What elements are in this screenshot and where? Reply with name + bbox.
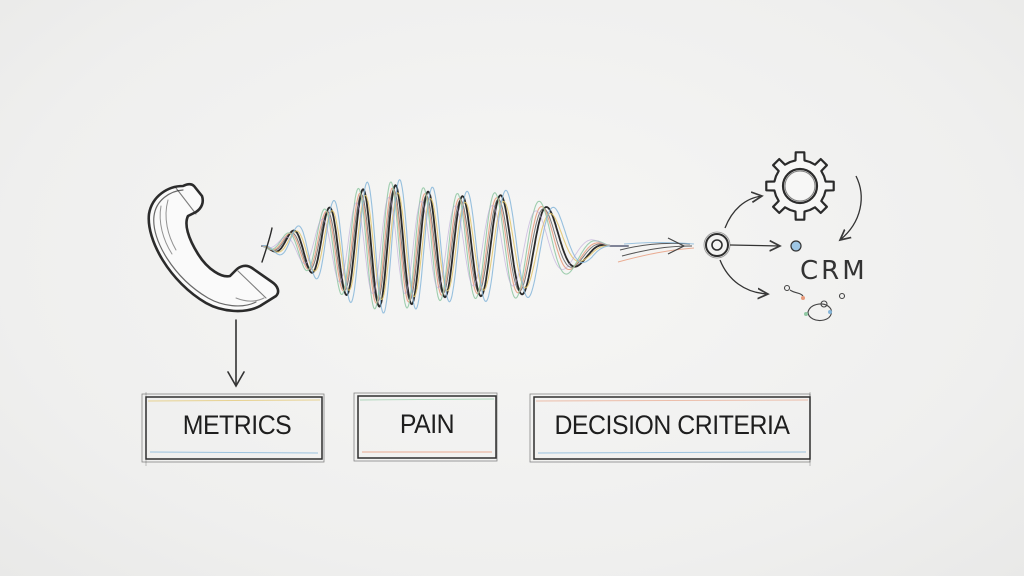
crm-dot: [790, 240, 802, 252]
box-decision-criteria: [529, 392, 811, 466]
curved-arrow-icon: [840, 175, 862, 240]
crm-doodles: [783, 284, 846, 322]
curved-arrow-icon: [719, 259, 768, 294]
signal-converge-lines: [617, 237, 695, 263]
crm-label: CRM: [800, 256, 868, 286]
box-pain: [353, 392, 498, 462]
wave-stroke: [261, 179, 629, 314]
signal-node-icon: [703, 231, 731, 259]
wave-stroke: [261, 181, 629, 310]
curved-arrow-icon: [724, 196, 762, 229]
telephone-handset-icon: [147, 182, 280, 313]
box-metrics: [141, 392, 325, 466]
box-label-pain: PAIN: [399, 409, 455, 439]
wave-stroke: [261, 189, 629, 302]
gear-icon: [765, 151, 835, 221]
box-label-metrics: METRICS: [182, 410, 292, 440]
sound-wave: [261, 179, 629, 314]
wave-stroke: [261, 184, 629, 308]
wave-connector: [261, 227, 273, 263]
arrow-down-icon: [227, 319, 245, 388]
box-label-decision-criteria: DECISION CRITERIA: [554, 410, 790, 440]
wave-stroke: [261, 196, 629, 295]
arrow-right: [729, 245, 780, 246]
